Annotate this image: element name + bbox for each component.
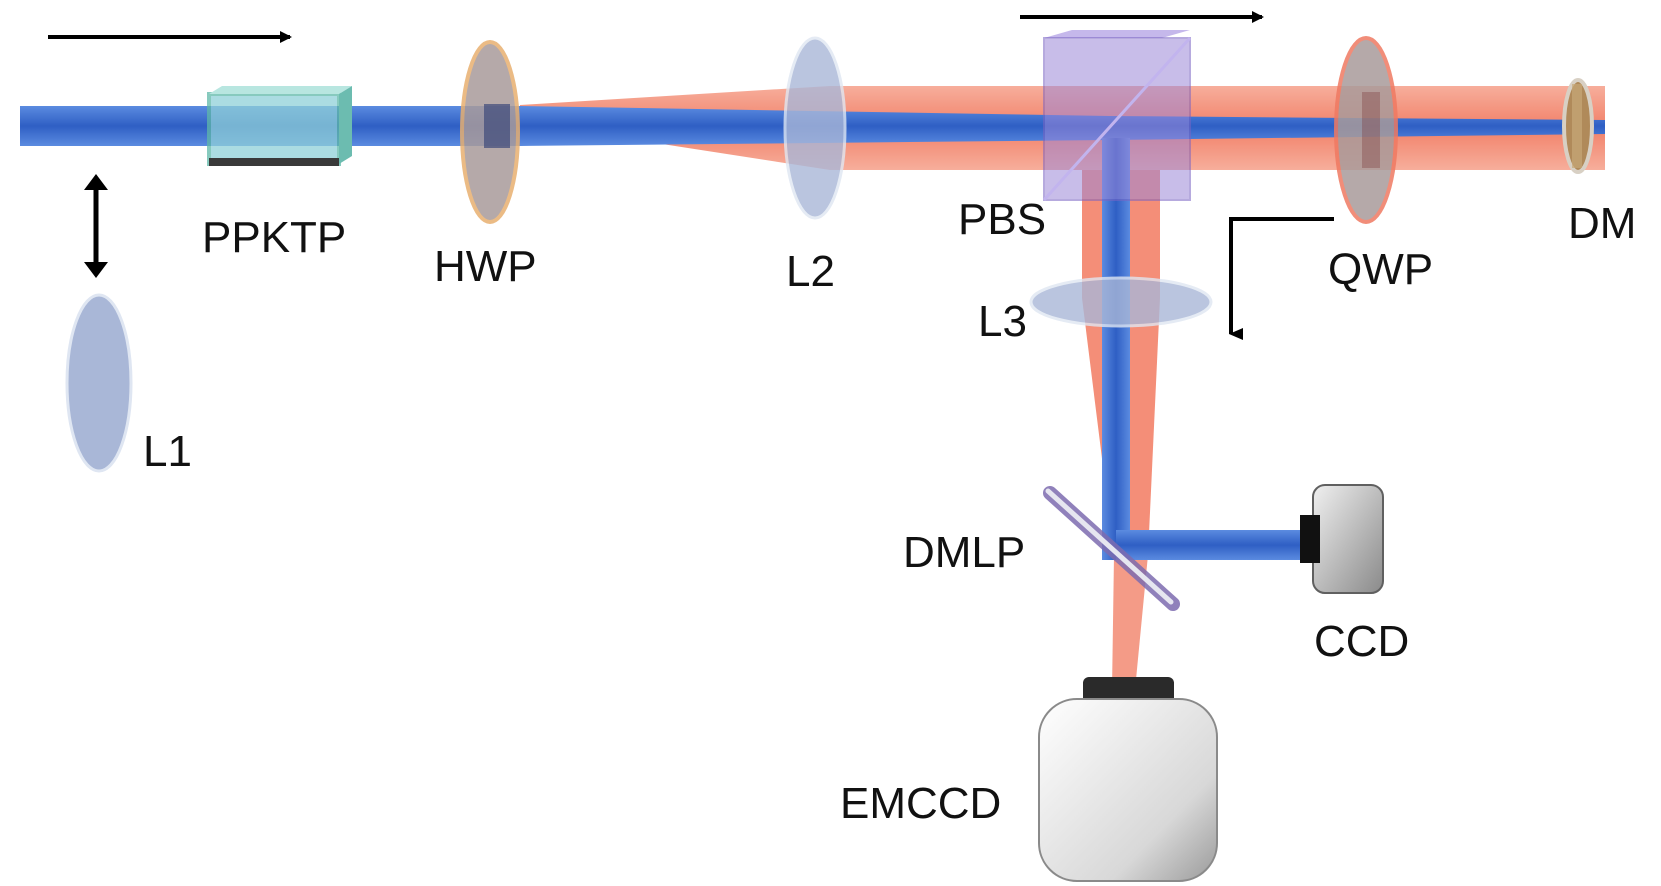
label-ccd: CCD	[1314, 617, 1410, 666]
translation-arrow	[84, 174, 108, 278]
label-l3: L3	[978, 297, 1027, 346]
quarter-wave-plate	[1334, 36, 1398, 224]
label-emccd: EMCCD	[840, 779, 1002, 828]
emccd-camera	[1038, 677, 1218, 882]
half-wave-plate	[460, 40, 520, 224]
ccd-camera	[1300, 484, 1384, 594]
label-l2: L2	[786, 247, 835, 296]
lens-l2	[783, 36, 847, 220]
dmlp-mirror	[1043, 486, 1180, 611]
label-dm: DM	[1568, 199, 1637, 248]
lens-l1	[65, 293, 133, 473]
dichroic-mirror	[1562, 78, 1594, 174]
label-ppktp: PPKTP	[202, 213, 347, 262]
label-l1: L1	[143, 427, 192, 476]
label-qwp: QWP	[1328, 245, 1434, 294]
polarizing-beam-splitter	[1042, 30, 1192, 202]
label-dmlp: DMLP	[903, 528, 1026, 577]
lens-l3	[1029, 276, 1213, 328]
propagation-arrow-down	[1229, 217, 1334, 340]
label-hwp: HWP	[434, 242, 537, 291]
pump-beam	[20, 106, 1605, 560]
ppktp-crystal	[207, 86, 352, 166]
label-pbs: PBS	[958, 195, 1047, 244]
